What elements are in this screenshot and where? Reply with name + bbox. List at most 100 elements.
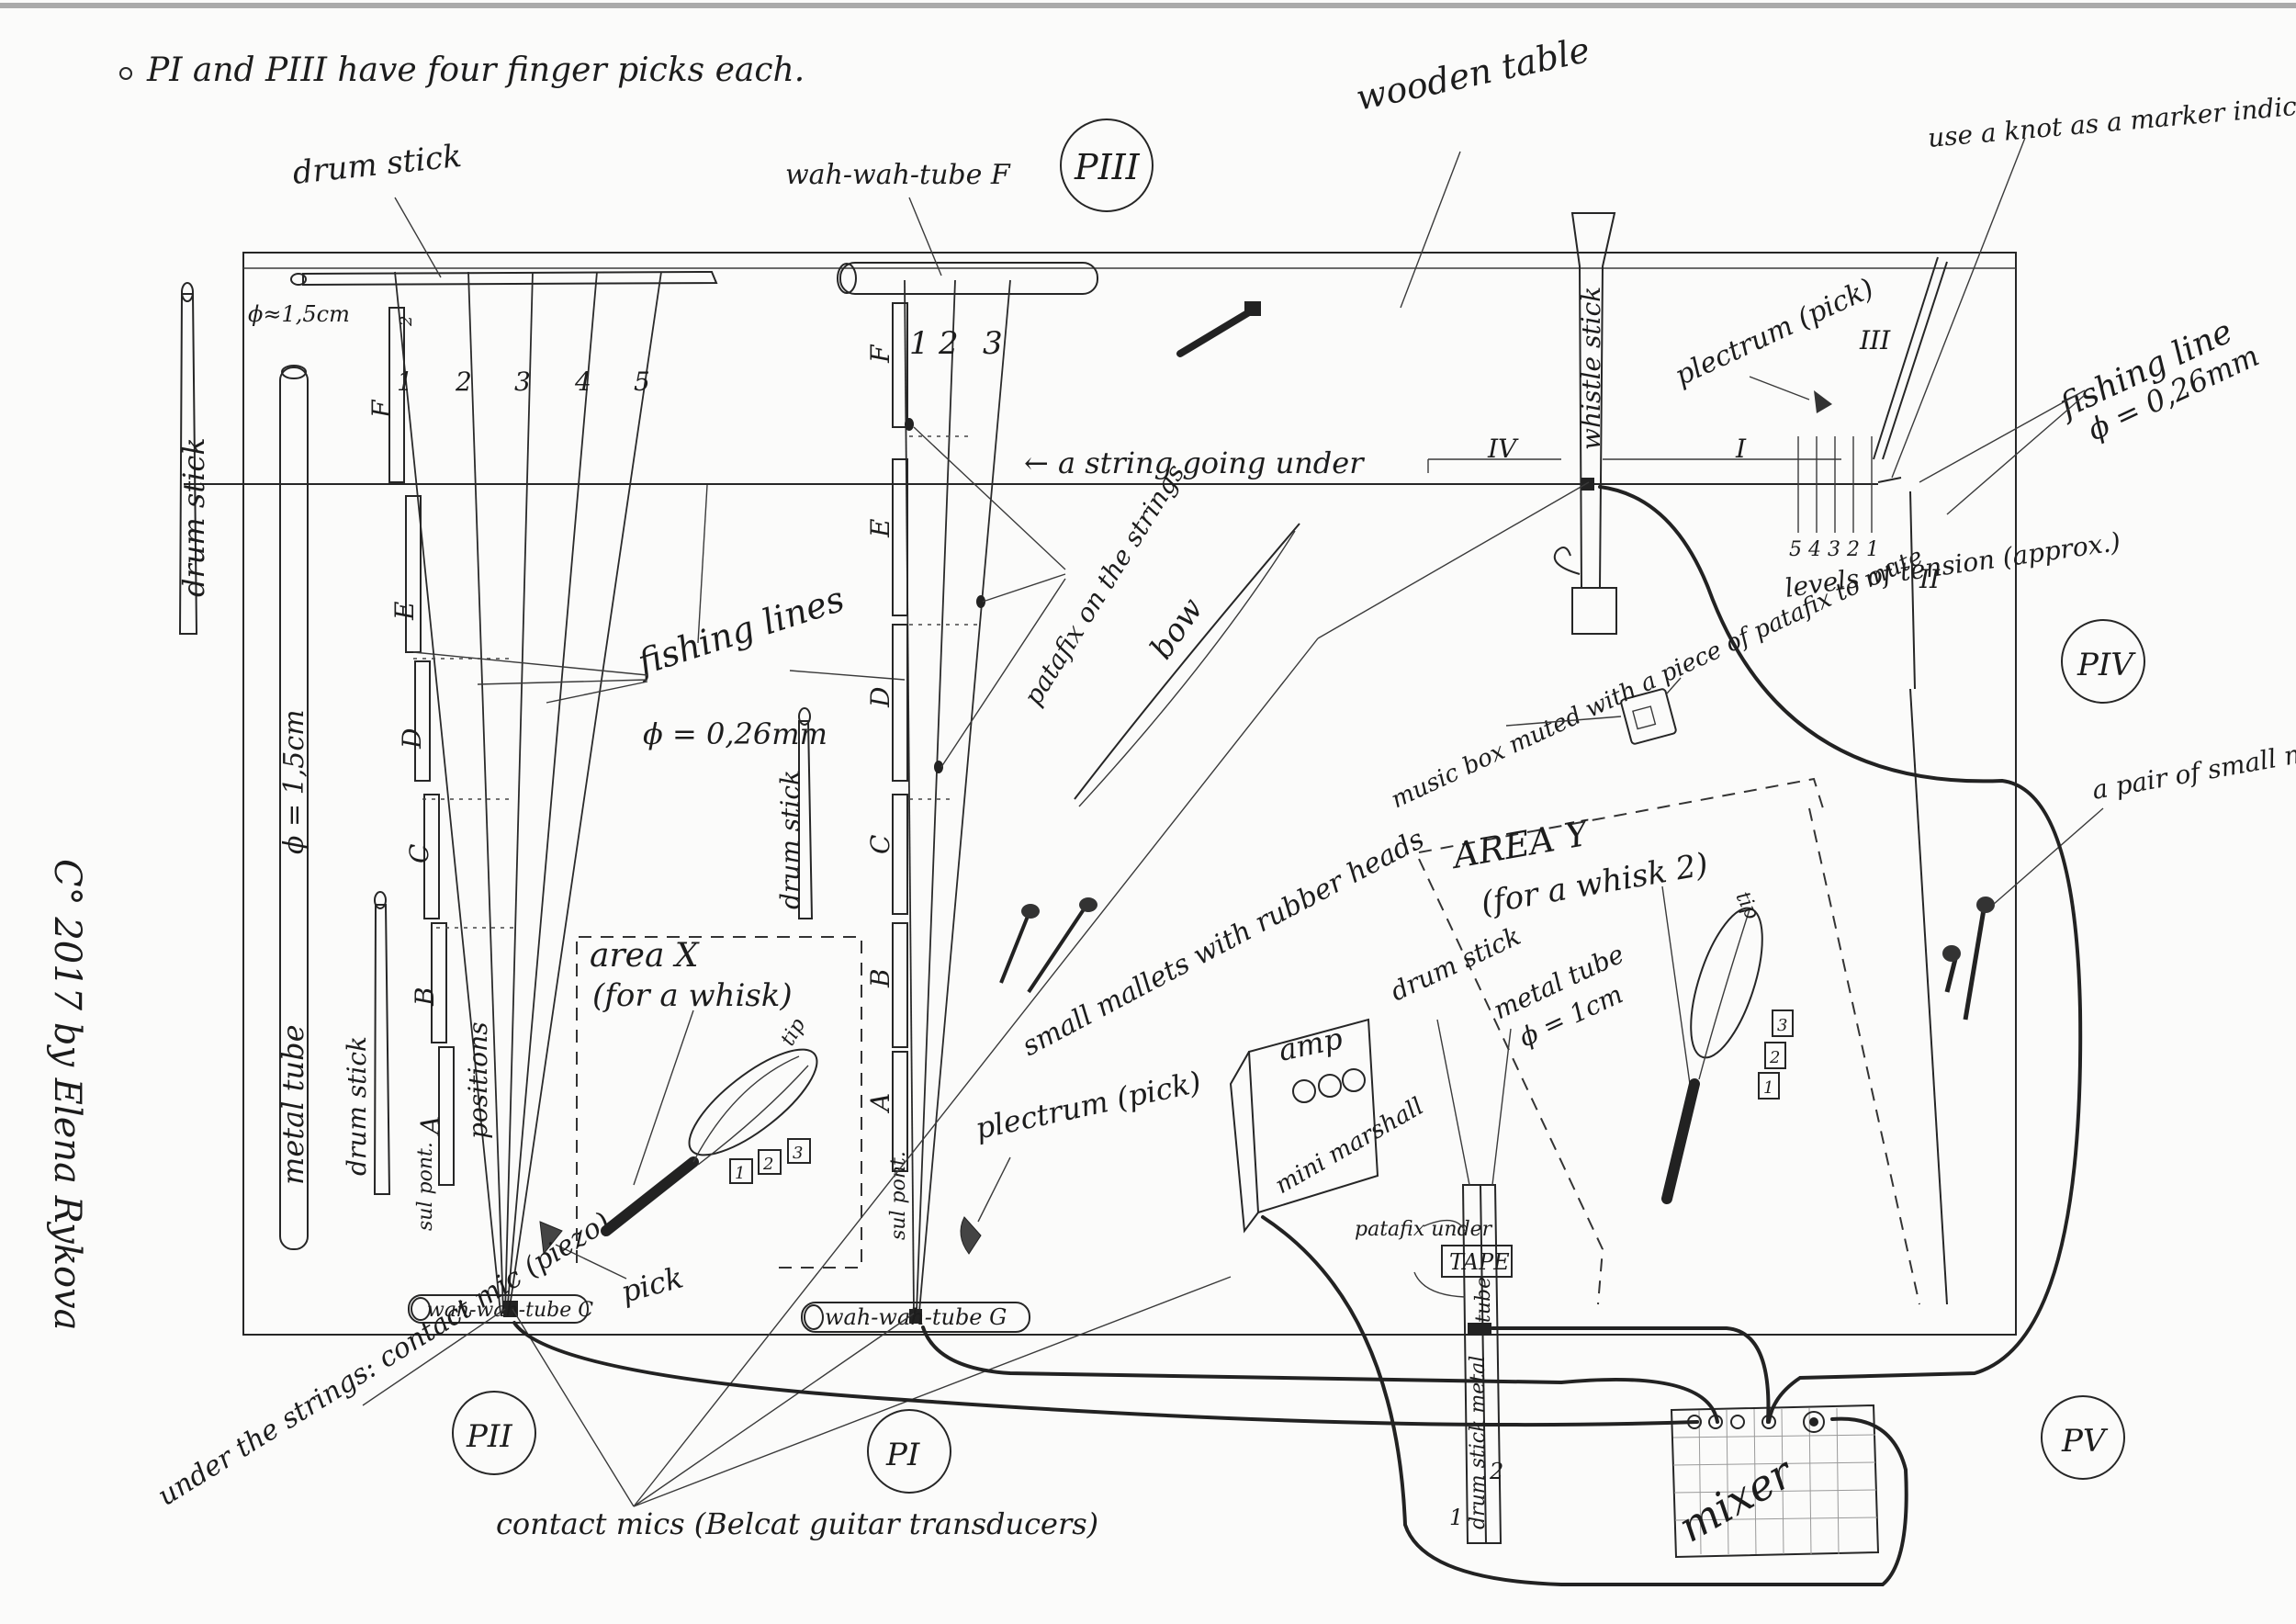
drum-stick-top bbox=[290, 270, 718, 287]
drum-stick-lower-pointer bbox=[1436, 1019, 1470, 1186]
wooden-table-label: wooden table bbox=[1353, 29, 1593, 118]
left-letter-E: E bbox=[389, 602, 420, 621]
area-y-pointer bbox=[1661, 885, 1691, 1085]
area-y-box-1: 1 bbox=[1763, 1078, 1773, 1098]
mallets-pair-label: a pair of small mallets with rubber head… bbox=[2089, 682, 2296, 806]
whistle-mic-pointer bbox=[1317, 481, 1590, 639]
player-p1-circle bbox=[867, 1409, 951, 1494]
plectrum-middle-label: plectrum (pick) bbox=[973, 1065, 1204, 1146]
area-y-box-2: 2 bbox=[1769, 1048, 1780, 1067]
bullet-dot bbox=[119, 67, 132, 80]
player-p5: PV bbox=[2061, 1423, 2109, 1460]
patafix-label: patafix on the strings bbox=[1018, 458, 1190, 710]
pick-label: pick bbox=[617, 1259, 687, 1309]
drum-stick-lower-left-label: drum stick bbox=[342, 1036, 372, 1176]
tape-band bbox=[1441, 1245, 1513, 1278]
left-letter-D: D bbox=[397, 728, 427, 750]
drum-stick-top-label: drum stick bbox=[291, 138, 464, 192]
fishing-lines-pointers bbox=[412, 484, 906, 704]
middle-fret-bars bbox=[892, 302, 908, 1172]
roman-markers bbox=[1427, 458, 1841, 473]
bow-label: bow bbox=[1143, 592, 1211, 666]
wooden-table bbox=[242, 252, 2017, 1336]
patafix-under-pointer bbox=[1423, 1219, 1466, 1232]
string-num-4: 4 bbox=[574, 367, 591, 397]
left-letter-B: B bbox=[410, 987, 440, 1007]
fishing-line-right-pointers bbox=[1919, 389, 2086, 515]
left-letter-A: A bbox=[415, 1116, 445, 1137]
whistle-stick-label: whistle stick bbox=[1576, 287, 1606, 450]
middle-string-1: 1 bbox=[909, 325, 929, 362]
area-y-border bbox=[1418, 777, 1824, 853]
player-p4: PIV bbox=[2077, 647, 2136, 683]
wah-wah-tube-f bbox=[837, 262, 1098, 295]
contact-mic-pointer bbox=[362, 1308, 506, 1406]
fishing-lines-label: fishing lines bbox=[630, 579, 849, 684]
roman-two: II bbox=[1919, 564, 1941, 594]
contact-mics-label: contact mics (Belcat guitar transducers) bbox=[496, 1506, 1098, 1541]
drum-stick-left-label: drum stick bbox=[176, 437, 211, 597]
metal-tube-lower-pointer bbox=[1491, 1028, 1512, 1186]
area-y-title: AREA Y bbox=[1447, 812, 1595, 876]
wah-wah-tube-f-pointer bbox=[908, 197, 942, 276]
amp-label: amp bbox=[1276, 1021, 1345, 1068]
left-fret-bars bbox=[388, 307, 455, 1186]
middle-string-2: 2 bbox=[938, 325, 959, 362]
pick-pointer bbox=[555, 1244, 627, 1280]
player-p3-circle bbox=[1060, 118, 1154, 212]
contact-mic-note: under the strings: contact mic (piezo) bbox=[152, 1206, 616, 1513]
drum-stick-lower-left bbox=[373, 891, 391, 1195]
area-x-tip: tip bbox=[777, 1015, 811, 1050]
area-x-boxes bbox=[729, 1138, 811, 1184]
plectrum-right-label: plectrum (pick) bbox=[1671, 273, 1879, 393]
left-letter-C: C bbox=[404, 844, 434, 863]
left-positions-label: positions bbox=[463, 1021, 493, 1139]
small-mallets-center bbox=[999, 897, 1097, 994]
left-fret-dots bbox=[413, 658, 514, 929]
amp bbox=[1229, 1018, 1379, 1234]
area-x-pointer bbox=[633, 1009, 694, 1186]
middle-sul-pont: sul pont. bbox=[887, 1151, 910, 1240]
string-under-label: ← a string going under bbox=[1024, 445, 1365, 480]
string-num-5: 5 bbox=[634, 367, 650, 397]
small-mallets-right bbox=[1942, 897, 1995, 1021]
plectrum-middle-pointer bbox=[977, 1156, 1011, 1223]
area-x-box-3: 3 bbox=[793, 1144, 803, 1163]
small-mallets-label: small mallets with rubber heads bbox=[1017, 823, 1429, 1063]
wah-wah-tube-g-label: wah-wah-tube G bbox=[825, 1304, 1007, 1330]
cables bbox=[512, 485, 2083, 1586]
player-p3: PIII bbox=[1074, 147, 1141, 187]
patafix-under-label: patafix under bbox=[1355, 1218, 1493, 1241]
left-letter-F: F bbox=[366, 399, 397, 419]
area-y-box-3: 3 bbox=[1777, 1016, 1787, 1035]
metal-tube-diam-note: ϕ≈1,5cm bbox=[248, 301, 350, 327]
tension-lines bbox=[1797, 436, 1873, 533]
left-strings bbox=[394, 271, 662, 1314]
roman-four: IV bbox=[1487, 434, 1519, 464]
area-x-border bbox=[579, 936, 862, 1269]
wah-wah-tube-g bbox=[801, 1302, 1030, 1333]
area-x-box-2: 2 bbox=[762, 1155, 773, 1174]
string-num-2: 2 bbox=[455, 367, 472, 397]
player-p5-circle bbox=[2041, 1395, 2125, 1480]
middle-letter-E: E bbox=[865, 519, 895, 538]
tape-label: TAPE bbox=[1449, 1249, 1510, 1275]
area-x-title: area X bbox=[590, 937, 700, 975]
num-1: 1 bbox=[1449, 1505, 1463, 1530]
music-box-pointer bbox=[1505, 716, 1622, 727]
fishing-lines-diam: ϕ = 0,26mm bbox=[643, 716, 827, 751]
whisk-x bbox=[601, 1048, 818, 1236]
plectrum-middle bbox=[960, 1216, 982, 1255]
metal-tube-label: metal tube bbox=[276, 1024, 310, 1185]
string-num-3: 3 bbox=[514, 367, 531, 397]
top-note: PI and PIII have four finger picks each. bbox=[146, 51, 805, 89]
middle-letter-B: B bbox=[865, 968, 895, 988]
player-p2: PII bbox=[466, 1418, 512, 1455]
middle-letter-C: C bbox=[865, 835, 895, 854]
drum-stick-top-pointer bbox=[394, 197, 442, 278]
contact-mics-pointers bbox=[512, 637, 1319, 1507]
right-pole bbox=[1873, 256, 1948, 1305]
drum-stick-middle bbox=[798, 707, 814, 919]
area-x-sub: (for a whisk) bbox=[592, 977, 793, 1014]
